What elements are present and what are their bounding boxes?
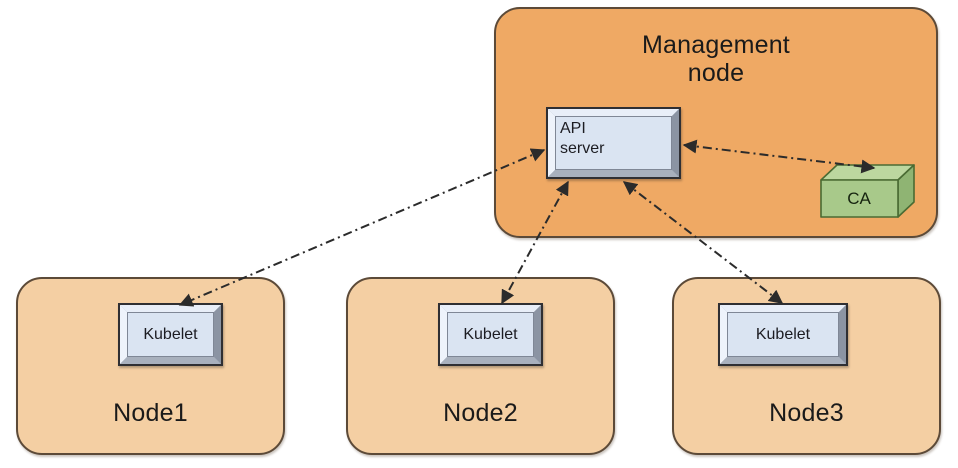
kubelet-label-node3: Kubelet — [755, 325, 811, 343]
kubelet-label-node2: Kubelet — [463, 325, 518, 343]
kubelet-inner-panel-node3 — [727, 312, 839, 357]
kubelet-bevel-node1 — [120, 305, 221, 364]
node-label-node1: Node1 — [113, 399, 188, 427]
ca-label: CA — [847, 189, 871, 208]
kubelet-box-node2[interactable]: Kubelet — [438, 303, 543, 366]
kubelet-bevel-node2 — [440, 305, 541, 364]
node-label-node2: Node2 — [443, 399, 518, 427]
api-server-box[interactable]: API server — [546, 107, 681, 179]
kubelet-box-node1[interactable]: Kubelet — [118, 303, 223, 366]
api-server-bevel — [548, 109, 679, 177]
management-node-title: Management node — [642, 31, 790, 87]
kubelet-label-node1: Kubelet — [143, 325, 198, 343]
api-server-inner-panel — [555, 116, 672, 170]
kubelet-box-node3[interactable]: Kubelet — [718, 303, 848, 366]
kubelet-inner-panel-node1 — [127, 312, 214, 357]
node-label-node3: Node3 — [769, 399, 844, 427]
kubelet-bevel-node3 — [720, 305, 846, 364]
api-server-label: API server — [560, 120, 605, 157]
kubelet-inner-panel-node2 — [447, 312, 534, 357]
ca-box[interactable]: CA — [820, 163, 916, 219]
